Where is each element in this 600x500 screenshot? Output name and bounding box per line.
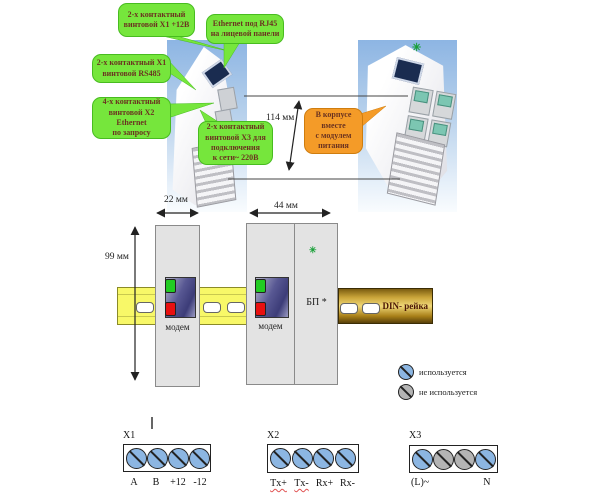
x3-pin-labels: (L)~ N: [409, 477, 498, 488]
modem-module-1: модем: [155, 225, 200, 387]
module-divider: [294, 224, 295, 384]
x2-screw-rxp: [313, 448, 335, 469]
x2-screw-txm: [291, 448, 313, 469]
dim-arrow-114mm: [285, 100, 303, 171]
terminal-x1-title: X1: [123, 430, 136, 441]
terminal-cell: [431, 90, 457, 120]
callout-power-module: В корпусе вместе с модулем питания: [304, 108, 363, 154]
x2-pin-label: Rx+: [315, 478, 334, 489]
gear-icon: ✳: [309, 245, 317, 255]
left-device-connector-upper: [217, 86, 238, 112]
rail-slot: [227, 302, 245, 313]
modem2-label: модем: [258, 321, 283, 331]
x1-pin-label: A: [130, 477, 138, 488]
x1-pin-label: B: [152, 477, 160, 488]
gear-icon: ✳: [412, 42, 422, 54]
din-rail-label: DIN- рейка: [382, 301, 428, 311]
legend-used-label: используется: [419, 367, 467, 377]
terminal-block-x3: [409, 445, 498, 473]
legend-not-used: не используется: [398, 384, 477, 400]
dim-modem-width: 22 мм: [164, 195, 188, 205]
x2-screw-txp: [270, 448, 292, 469]
x2-pin-label: Rx-: [340, 478, 355, 489]
dim-module-height: 99 мм: [105, 252, 129, 262]
callout-x3-220v: 2-х контактный винтовой X3 для подключен…: [198, 121, 273, 165]
callout-ethernet-rj45: Ethernet под RJ45 на лицевой панели: [206, 14, 284, 44]
legend-used: используется: [398, 364, 467, 380]
led-green: [165, 279, 176, 293]
dim-device-height: 114 мм: [266, 113, 295, 123]
x3-pin-label: [431, 477, 453, 488]
rail-slot: [340, 303, 358, 314]
x3-screw-n: [475, 448, 496, 470]
x3-pin-label: N: [483, 477, 491, 488]
dim-combo-width: 44 мм: [274, 201, 298, 211]
terminal-x3-title: X3: [409, 430, 422, 441]
legend-not-used-label: не используется: [419, 387, 478, 397]
right-device-vents: [386, 132, 446, 206]
modem1-led-panel: [165, 277, 196, 318]
used-screw-icon: [398, 364, 414, 380]
x2-pin-labels: Tx+ Tx- Rx+ Rx-: [267, 478, 359, 489]
terminal-block-x1: [123, 444, 211, 472]
terminal-block-x2: [267, 444, 359, 473]
led-green: [255, 279, 266, 293]
rail-slot: [362, 303, 380, 314]
x2-pin-label: Tx-: [294, 478, 309, 489]
x3-pin-label: [454, 477, 476, 488]
callout-x1-12v: 2-х контактный винтовой X1 +12В: [118, 3, 195, 37]
rail-slot: [136, 302, 154, 313]
x3-pin-label: (L)~: [411, 477, 430, 488]
x3-screw-l: [412, 448, 433, 470]
modem2-led-panel: [255, 277, 289, 318]
rail-slot: [203, 302, 221, 313]
x1-pin-labels: A B +12 -12: [123, 477, 211, 488]
right-device-photo: ✳: [358, 40, 457, 212]
terminal-cell: [408, 86, 434, 116]
x2-screw-rxm: [334, 448, 356, 469]
modem-psu-module: модем ✳ БП *: [246, 223, 338, 385]
x3-screw-unused: [433, 448, 454, 470]
led-red: [255, 302, 266, 316]
callout-x2-ethernet: 4-х контактный винтовой X2 Ethernet по з…: [92, 97, 171, 139]
led-red: [165, 302, 176, 316]
psu-label: БП *: [306, 297, 327, 308]
callout-x1-rs485: 2-х контактный X1 винтовой RS485: [92, 54, 171, 83]
x1-pin-label: +12: [170, 477, 186, 488]
modem1-label: модем: [165, 322, 190, 332]
x1-screw-p12: [168, 447, 189, 469]
x1-screw-m12: [189, 447, 210, 469]
x1-screw-b: [147, 447, 168, 469]
unused-screw-icon: [398, 384, 414, 400]
x1-screw-a: [126, 447, 147, 469]
x1-pin-label: -12: [193, 477, 207, 488]
terminal-x2-title: X2: [267, 430, 280, 441]
x2-pin-label: Tx+: [270, 478, 287, 489]
x3-screw-unused: [454, 448, 475, 470]
